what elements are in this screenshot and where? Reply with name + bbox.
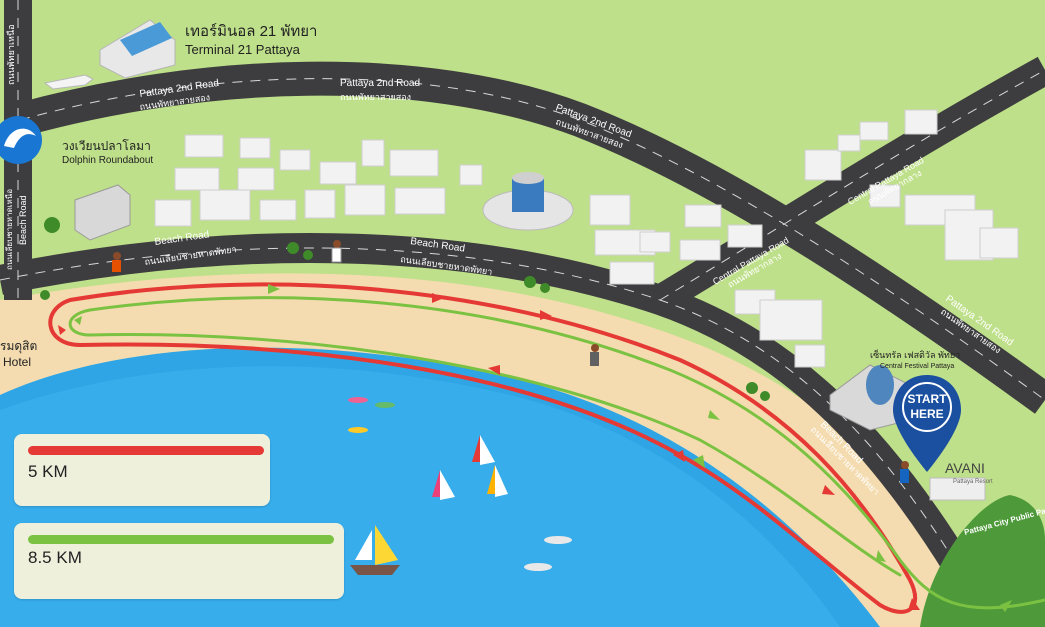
round-building xyxy=(482,172,574,231)
central-festival-en-label: Central Festival Pattaya xyxy=(880,363,954,370)
arrow-red xyxy=(673,450,685,462)
terminal21-th-label: เทอร์มินอล 21 พัทยา xyxy=(185,23,317,40)
legend-85km-card: 8.5 KM xyxy=(14,523,344,599)
arrow-red xyxy=(908,598,920,610)
legend-85km-label: 8.5 KM xyxy=(28,548,82,567)
palm-trees xyxy=(40,217,770,401)
arrow-green xyxy=(74,316,82,325)
arrow-red xyxy=(432,293,444,303)
start-pin-line1: START xyxy=(907,392,947,406)
terminal21-building xyxy=(99,19,176,79)
avani-label: AVANI xyxy=(945,460,985,476)
arrow-green xyxy=(708,410,720,420)
left-hotel-en-label: Hotel xyxy=(3,355,31,369)
arrow-green xyxy=(1000,600,1012,612)
road-label-north-th: ถนนพัทยาเหนือ xyxy=(6,24,16,85)
legend-5km-swatch xyxy=(28,446,264,455)
legend-5km-label: 5 KM xyxy=(28,462,68,481)
arrow-red xyxy=(488,365,500,375)
watercraft-icons xyxy=(348,397,572,575)
arrow-red xyxy=(822,485,835,495)
arrow-red xyxy=(58,325,66,335)
route-arrows xyxy=(58,284,1012,612)
dolphin-th-label: วงเวียนปลาโลมา xyxy=(62,139,151,153)
runner-icons xyxy=(112,240,909,483)
route-5km xyxy=(48,282,918,614)
road-label-pattaya2-th-2: ถนนพัทยาสายสอง xyxy=(340,92,411,102)
route-85km xyxy=(68,296,1045,610)
dolphin-en-label: Dolphin Roundabout xyxy=(62,155,153,166)
public-park-hill xyxy=(920,495,1045,627)
arrow-green xyxy=(268,284,280,294)
terminal21-en-label: Terminal 21 Pattaya xyxy=(185,42,301,57)
city-buildings xyxy=(154,109,1019,368)
road-label-beach-left-th: ถนนเลียบชายหาดเหนือ xyxy=(5,189,14,270)
central-festival-building xyxy=(829,364,911,431)
start-pin[interactable]: START HERE xyxy=(893,375,961,472)
airplane-icon xyxy=(43,74,94,90)
road-label-pattaya2-en-2: Pattaya 2nd Road xyxy=(340,78,420,89)
start-pin-line2: HERE xyxy=(910,407,943,421)
legend-85km-swatch xyxy=(28,535,334,544)
dolphin-roundabout-icon xyxy=(0,116,42,164)
arrow-green xyxy=(876,550,886,562)
central-festival-th-label: เซ็นทรัล เฟสติวัล พัทยา xyxy=(870,348,960,360)
left-hotel-th-label: รมดุสิต xyxy=(0,339,37,354)
road-label-beach-left-en: Beach Road xyxy=(18,195,28,245)
avani-sub-label: Pattaya Resort xyxy=(953,479,993,485)
beach-building xyxy=(74,184,131,241)
arrow-green xyxy=(693,455,705,468)
arrow-red xyxy=(540,310,552,320)
legend-5km-card: 5 KM xyxy=(14,434,270,506)
avani-building xyxy=(929,477,986,501)
